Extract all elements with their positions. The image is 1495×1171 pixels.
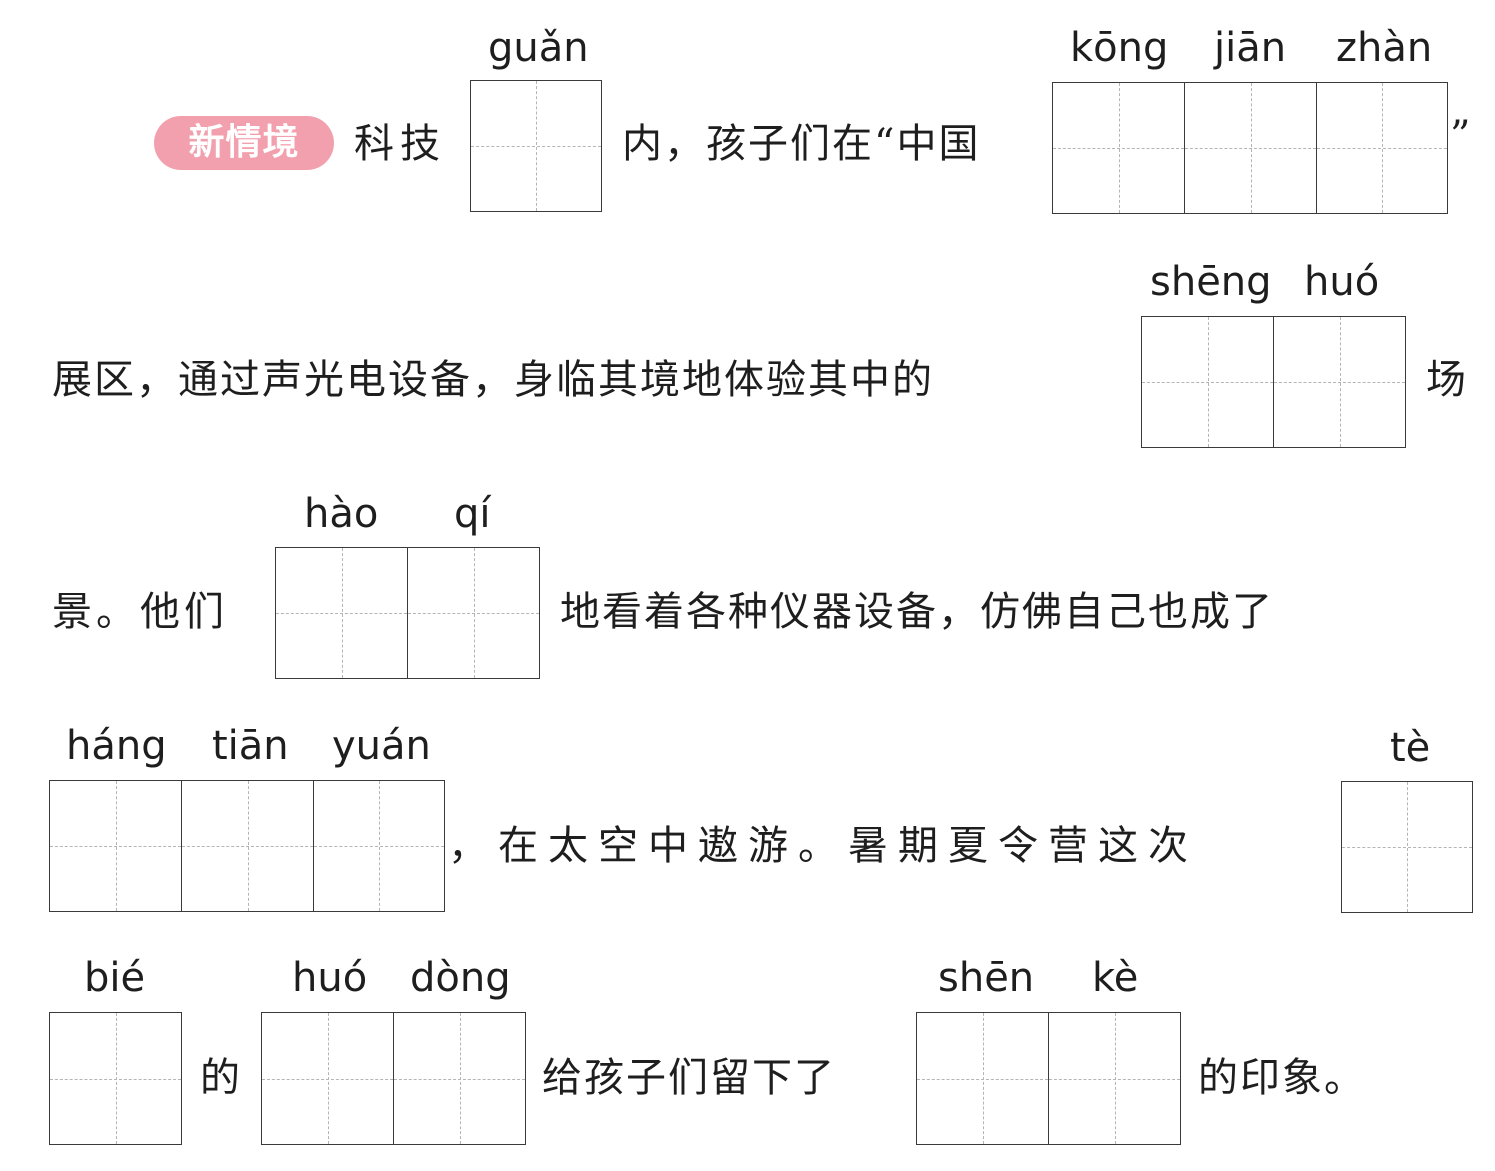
answer-box-haoqi[interactable] bbox=[275, 547, 540, 679]
answer-box-hangtianyuan[interactable] bbox=[49, 780, 445, 912]
answer-box-te[interactable] bbox=[1341, 781, 1473, 913]
answer-box-shenke[interactable] bbox=[916, 1012, 1181, 1145]
writing-cell[interactable] bbox=[313, 781, 444, 911]
line1-text-1: 科技 bbox=[354, 121, 446, 167]
pinyin-kong: kōng bbox=[1070, 25, 1169, 71]
answer-box-guan[interactable] bbox=[470, 80, 602, 212]
pinyin-sheng: shēng bbox=[1150, 259, 1272, 305]
answer-box-shenghuo[interactable] bbox=[1141, 316, 1406, 448]
answer-box-bie[interactable] bbox=[49, 1012, 182, 1145]
writing-cell[interactable] bbox=[1342, 782, 1472, 912]
pinyin-jian: jiān bbox=[1214, 25, 1287, 71]
line5-text-2: 给孩子们留下了 bbox=[542, 1055, 836, 1101]
pinyin-ke: kè bbox=[1092, 955, 1139, 1001]
line5-text-3: 的印象。 bbox=[1198, 1055, 1366, 1101]
writing-cell[interactable] bbox=[1142, 317, 1273, 447]
pinyin-huo: huó bbox=[292, 955, 368, 1001]
line3-text-2: 地看着各种仪器设备，仿佛自己也成了 bbox=[560, 589, 1274, 635]
pinyin-huo: huó bbox=[1304, 259, 1380, 305]
pinyin-tian: tiān bbox=[212, 723, 289, 769]
answer-box-huodong[interactable] bbox=[261, 1012, 526, 1145]
line1-text-3: ” bbox=[1450, 113, 1471, 159]
pinyin-dong: dòng bbox=[410, 955, 511, 1001]
pinyin-shen: shēn bbox=[938, 955, 1035, 1001]
pinyin-zhan: zhàn bbox=[1336, 25, 1433, 71]
writing-cell[interactable] bbox=[50, 781, 181, 911]
new-context-badge: 新情境 bbox=[154, 116, 334, 170]
pinyin-guan: guǎn bbox=[488, 25, 589, 71]
writing-cell[interactable] bbox=[50, 1013, 181, 1144]
pinyin-qi: qí bbox=[454, 491, 491, 537]
pinyin-te: tè bbox=[1390, 725, 1431, 771]
pinyin-hang: háng bbox=[66, 723, 167, 769]
line2-text-1: 展区，通过声光电设备，身临其境地体验其中的 bbox=[52, 357, 934, 403]
writing-cell[interactable] bbox=[1048, 1013, 1180, 1144]
writing-cell[interactable] bbox=[471, 81, 601, 211]
writing-cell[interactable] bbox=[276, 548, 407, 678]
pinyin-hao: hào bbox=[304, 491, 379, 537]
writing-cell[interactable] bbox=[917, 1013, 1048, 1144]
writing-cell[interactable] bbox=[262, 1013, 393, 1144]
writing-cell[interactable] bbox=[1273, 317, 1405, 447]
writing-cell[interactable] bbox=[181, 781, 313, 911]
pinyin-bie: bié bbox=[84, 955, 146, 1001]
line1-text-2: 内，孩子们在“中国 bbox=[622, 121, 981, 167]
writing-cell[interactable] bbox=[393, 1013, 525, 1144]
pinyin-yuan: yuán bbox=[332, 723, 431, 769]
writing-cell[interactable] bbox=[1316, 83, 1447, 213]
answer-box-kongjianzhan[interactable] bbox=[1052, 82, 1448, 214]
line2-text-2: 场 bbox=[1426, 357, 1466, 403]
line4-text-1: ，在太空中遨游。暑期夏令营这次 bbox=[448, 823, 1198, 869]
writing-cell[interactable] bbox=[1053, 83, 1184, 213]
line5-text-1: 的 bbox=[200, 1055, 240, 1101]
writing-cell[interactable] bbox=[407, 548, 539, 678]
writing-cell[interactable] bbox=[1184, 83, 1316, 213]
line3-text-1: 景。他们 bbox=[52, 589, 228, 635]
